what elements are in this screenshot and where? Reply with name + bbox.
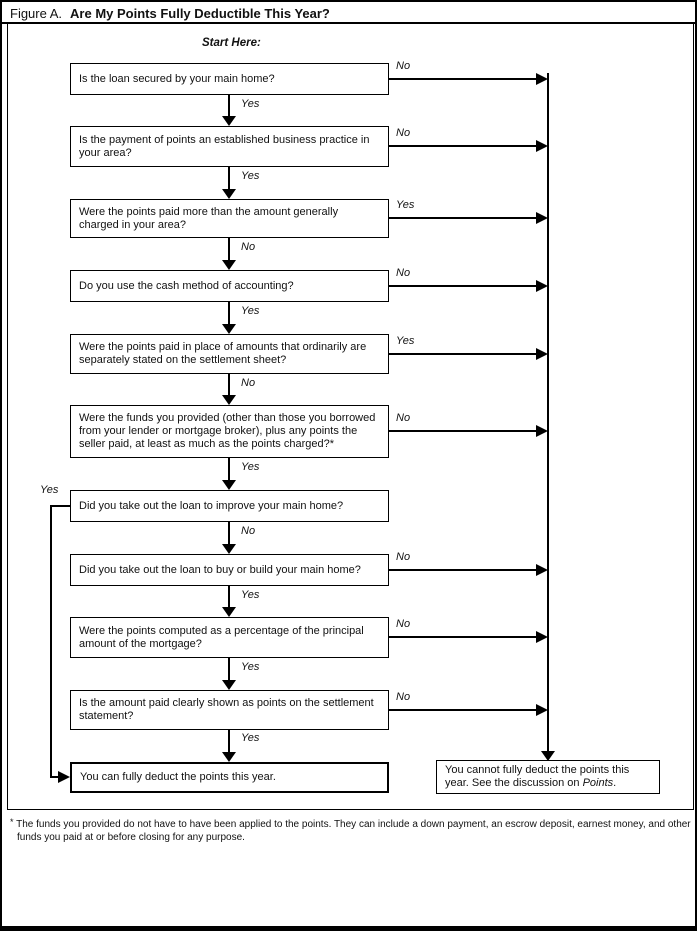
footnote-text: The funds you provided do not have to ha… bbox=[16, 819, 691, 843]
arrow-right-icon bbox=[536, 140, 548, 152]
arrow-down-icon bbox=[222, 260, 236, 270]
start-here-label: Start Here: bbox=[202, 37, 261, 49]
arrow-right-icon bbox=[536, 348, 548, 360]
branch-label: No bbox=[396, 618, 411, 630]
arrow-down-icon bbox=[222, 116, 236, 126]
connector-line bbox=[389, 78, 536, 80]
branch-label: Yes bbox=[241, 305, 260, 317]
result-box-cannot-deduct: You cannot fully deduct the points this … bbox=[436, 760, 660, 794]
points-term: Points bbox=[582, 777, 614, 789]
arrow-down-icon bbox=[222, 544, 236, 554]
branch-label: No bbox=[396, 551, 411, 563]
figure-label: Figure A. bbox=[10, 6, 63, 21]
result-box-can-deduct: You can fully deduct the points this yea… bbox=[70, 762, 389, 793]
arrow-right-icon bbox=[536, 425, 548, 437]
question-box-buy-build-home: Did you take out the loan to buy or buil… bbox=[70, 554, 389, 586]
question-text: Is the loan secured by your main home? bbox=[79, 72, 275, 85]
arrow-right-icon bbox=[58, 771, 70, 783]
question-box-improve-home: Did you take out the loan to improve you… bbox=[70, 490, 389, 522]
connector-line bbox=[228, 374, 230, 395]
branch-label: No bbox=[241, 241, 256, 253]
branch-label: Yes bbox=[241, 170, 260, 182]
branch-label: Yes bbox=[241, 589, 260, 601]
branch-label: No bbox=[396, 691, 411, 703]
branch-label: No bbox=[396, 60, 411, 72]
question-box-percentage-principal: Were the points computed as a percentage… bbox=[70, 617, 389, 658]
connector-line bbox=[389, 217, 536, 219]
arrow-down-icon bbox=[222, 607, 236, 617]
question-text: Did you take out the loan to buy or buil… bbox=[79, 563, 361, 576]
branch-label: Yes bbox=[396, 199, 415, 211]
footnote: * The funds you provided do not have to … bbox=[10, 816, 695, 844]
arrow-right-icon bbox=[536, 631, 548, 643]
connector-line bbox=[228, 302, 230, 324]
connector-line bbox=[228, 586, 230, 607]
question-text: Were the points paid more than the amoun… bbox=[79, 205, 339, 231]
branch-label: Yes bbox=[241, 461, 260, 473]
arrow-down-icon bbox=[222, 680, 236, 690]
branch-label: No bbox=[396, 267, 411, 279]
branch-label: Yes bbox=[241, 661, 260, 673]
connector-line bbox=[389, 709, 536, 711]
question-box-business-practice: Is the payment of points an established … bbox=[70, 126, 389, 167]
connector-line bbox=[50, 505, 70, 507]
branch-label: No bbox=[396, 412, 411, 424]
question-box-funds-provided: Were the funds you provided (other than … bbox=[70, 405, 389, 458]
question-box-loan-secured: Is the loan secured by your main home? bbox=[70, 63, 389, 95]
arrow-down-icon bbox=[222, 189, 236, 199]
arrow-right-icon bbox=[536, 280, 548, 292]
question-box-cash-method: Do you use the cash method of accounting… bbox=[70, 270, 389, 302]
figure-title: Are My Points Fully Deductible This Year… bbox=[70, 6, 330, 21]
branch-label: Yes bbox=[396, 335, 415, 347]
connector-line bbox=[228, 730, 230, 752]
branch-label: Yes bbox=[241, 98, 260, 110]
question-box-in-place-of-amounts: Were the points paid in place of amounts… bbox=[70, 334, 389, 374]
arrow-right-icon bbox=[536, 564, 548, 576]
question-text: Were the funds you provided (other than … bbox=[79, 412, 376, 450]
question-text: Were the points paid in place of amounts… bbox=[79, 341, 367, 366]
arrow-down-icon bbox=[222, 324, 236, 334]
connector-line bbox=[228, 95, 230, 116]
question-box-points-more-than-charged: Were the points paid more than the amoun… bbox=[70, 199, 389, 238]
connector-line bbox=[228, 167, 230, 189]
arrow-down-icon bbox=[222, 480, 236, 490]
question-text: Were the points computed as a percentage… bbox=[79, 624, 364, 650]
question-text: Is the amount paid clearly shown as poin… bbox=[79, 697, 374, 722]
question-text: Did you take out the loan to improve you… bbox=[79, 499, 344, 512]
arrow-down-icon bbox=[541, 751, 555, 761]
branch-label: Yes bbox=[241, 732, 260, 744]
result-text: You can fully deduct the points this yea… bbox=[80, 771, 276, 783]
connector-line bbox=[389, 636, 536, 638]
branch-label: Yes bbox=[40, 484, 59, 496]
figure-title-bar: Figure A. Are My Points Fully Deductible … bbox=[2, 2, 695, 24]
flowchart-frame bbox=[7, 24, 694, 810]
collector-line bbox=[547, 73, 549, 751]
arrow-right-icon bbox=[536, 212, 548, 224]
connector-line bbox=[389, 430, 536, 432]
arrow-down-icon bbox=[222, 395, 236, 405]
connector-line bbox=[228, 238, 230, 260]
connector-line bbox=[389, 285, 536, 287]
left-yes-line bbox=[50, 505, 52, 777]
arrow-right-icon bbox=[536, 704, 548, 716]
connector-line bbox=[389, 569, 536, 571]
connector-line bbox=[389, 353, 536, 355]
arrow-right-icon bbox=[536, 73, 548, 85]
connector-line bbox=[228, 658, 230, 680]
branch-label: No bbox=[396, 127, 411, 139]
question-text: Do you use the cash method of accounting… bbox=[79, 279, 294, 292]
connector-line bbox=[50, 776, 60, 778]
branch-label: No bbox=[241, 377, 256, 389]
question-box-shown-on-statement: Is the amount paid clearly shown as poin… bbox=[70, 690, 389, 730]
result-text: You cannot fully deduct the points this … bbox=[445, 764, 630, 789]
connector-line bbox=[228, 522, 230, 544]
question-text: Is the payment of points an established … bbox=[79, 133, 370, 159]
connector-line bbox=[389, 145, 536, 147]
arrow-down-icon bbox=[222, 752, 236, 762]
connector-line bbox=[228, 458, 230, 480]
branch-label: No bbox=[241, 525, 256, 537]
footnote-marker: * bbox=[10, 817, 14, 827]
